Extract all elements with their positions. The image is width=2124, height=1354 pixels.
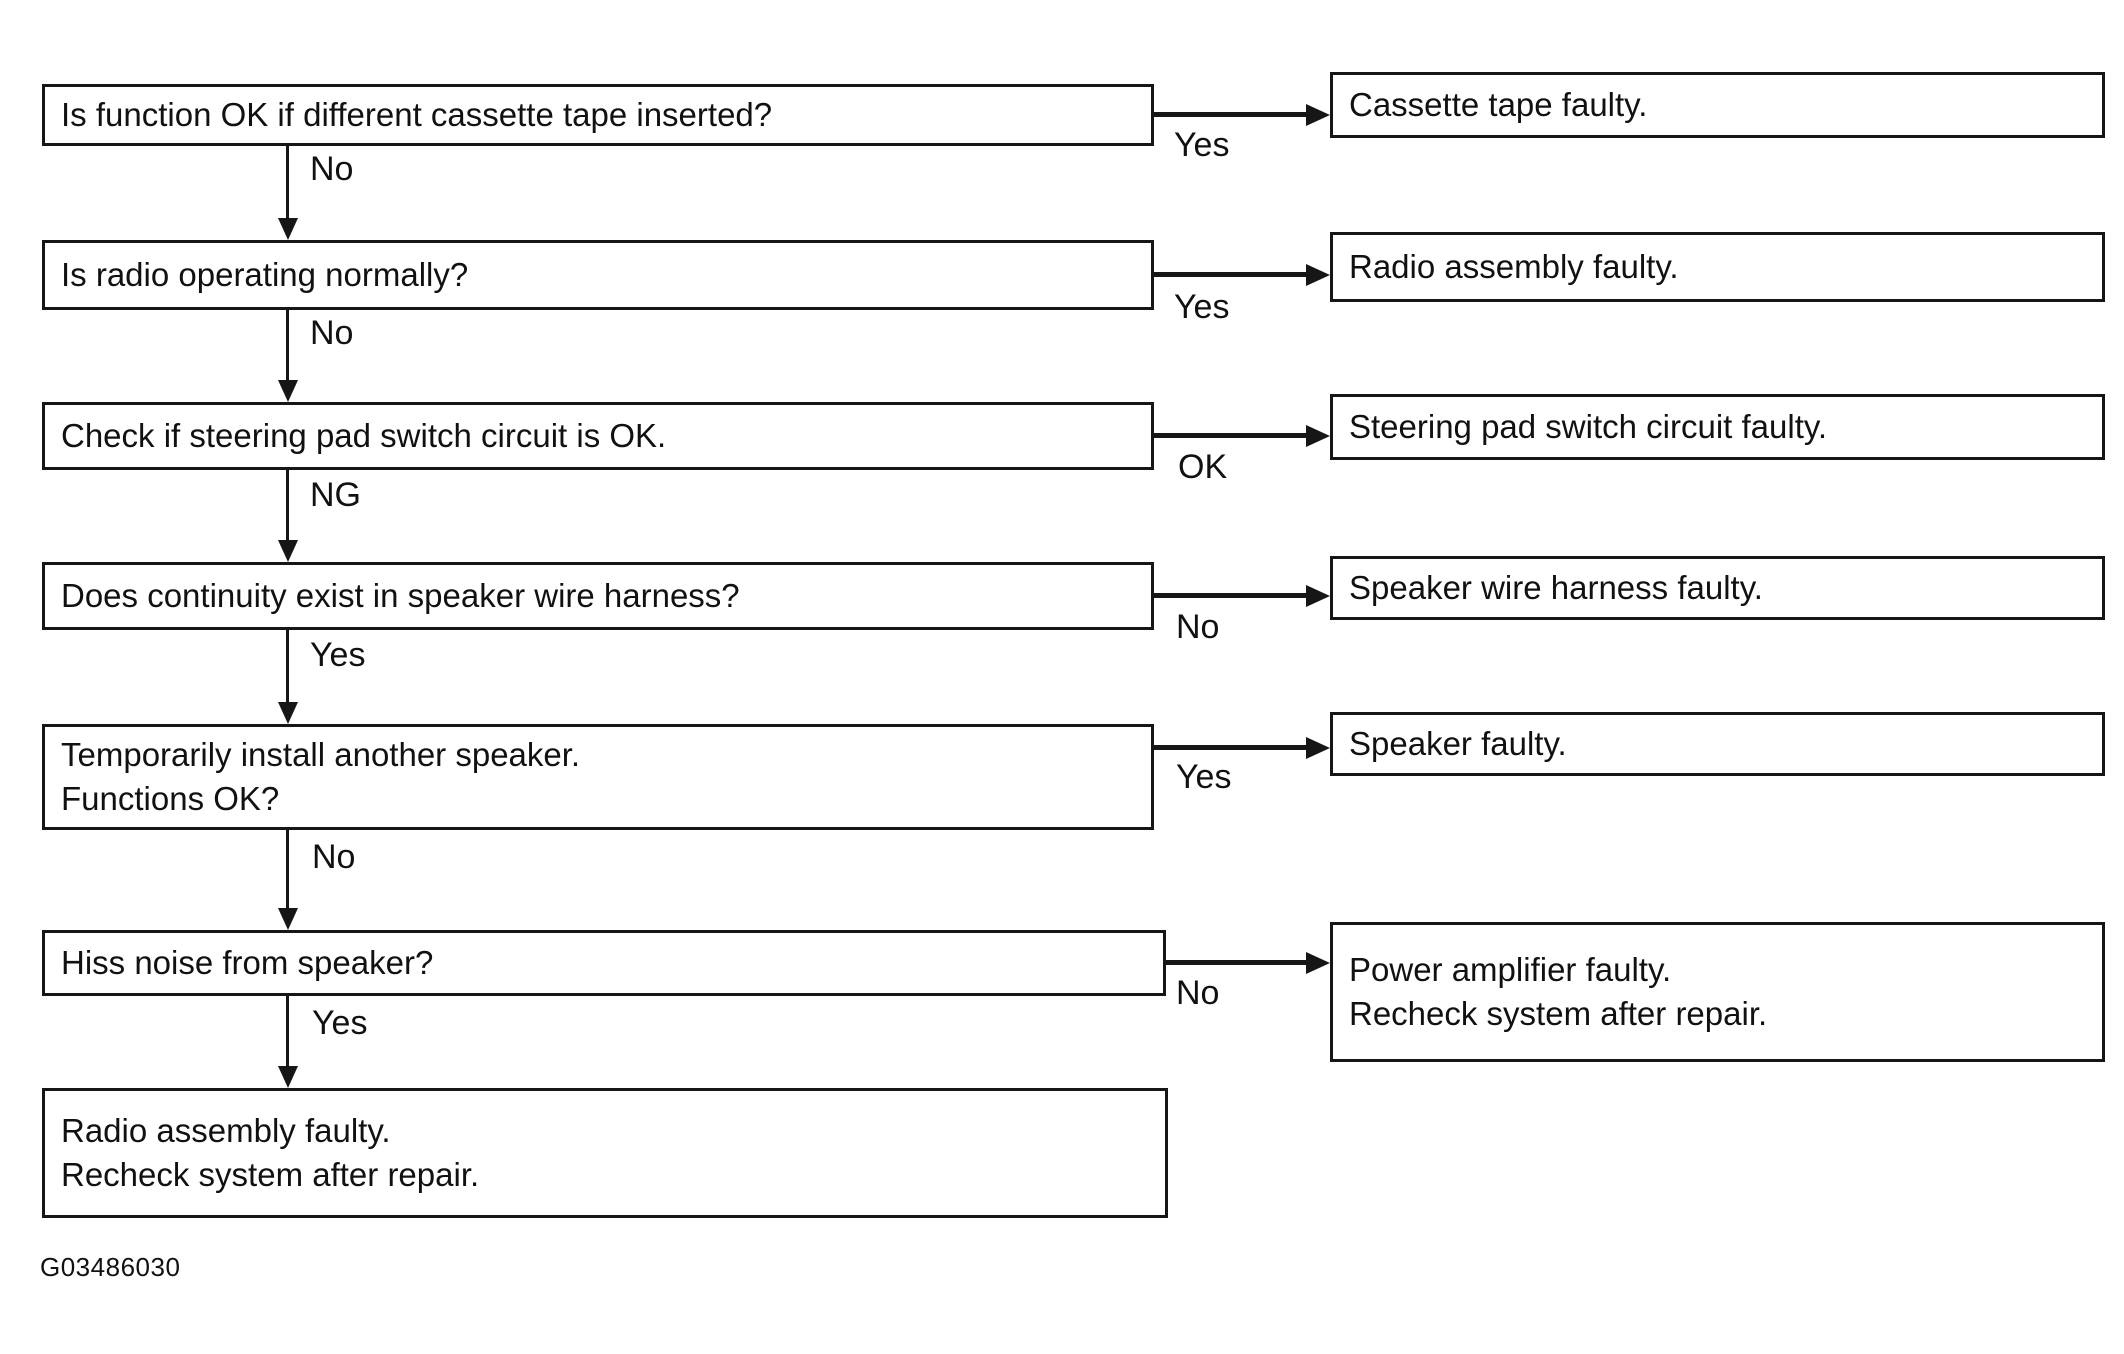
arrow-right-1-line	[1154, 112, 1306, 117]
arrow-right-1-head	[1306, 104, 1330, 126]
side-label-1: Yes	[1174, 126, 1230, 164]
result-text: Cassette tape faulty.	[1349, 86, 1648, 123]
question-text: Check if steering pad switch circuit is …	[61, 417, 667, 454]
figure-code: G03486030	[40, 1252, 181, 1282]
arrow-down-4-line	[286, 630, 289, 702]
down-label-5: No	[312, 838, 356, 876]
question-text: Hiss noise from speaker?	[61, 944, 434, 981]
arrow-down-6-head	[278, 1066, 298, 1088]
down-label-4: Yes	[310, 636, 366, 674]
result-text-line-1: Power amplifier faulty.	[1349, 951, 1672, 988]
down-label-6: Yes	[312, 1004, 368, 1042]
arrow-down-1-line	[286, 146, 289, 218]
arrow-right-5-line	[1154, 745, 1306, 750]
question-box-3: Check if steering pad switch circuit is …	[42, 402, 1154, 470]
question-text-line-1: Temporarily install another speaker.	[61, 736, 581, 773]
question-box-5: Temporarily install another speaker. Fun…	[42, 724, 1154, 830]
question-text: Is radio operating normally?	[61, 256, 469, 293]
question-box-4: Does continuity exist in speaker wire ha…	[42, 562, 1154, 630]
arrow-down-2-line	[286, 310, 289, 380]
down-label-3: NG	[310, 476, 361, 514]
result-text: Speaker faulty.	[1349, 725, 1567, 762]
question-text: Is function OK if different cassette tap…	[61, 96, 773, 133]
result-text: Steering pad switch circuit faulty.	[1349, 408, 1828, 445]
result-box-5: Speaker faulty.	[1330, 712, 2105, 776]
result-text-line-2: Recheck system after repair.	[1349, 995, 1768, 1032]
arrow-down-6-line	[286, 996, 289, 1066]
result-box-4: Speaker wire harness faulty.	[1330, 556, 2105, 620]
down-label-1: No	[310, 150, 354, 188]
arrow-down-1-head	[278, 218, 298, 240]
result-box-2: Radio assembly faulty.	[1330, 232, 2105, 302]
result-box-3: Steering pad switch circuit faulty.	[1330, 394, 2105, 460]
question-text-line-2: Functions OK?	[61, 780, 280, 817]
result-box-6: Power amplifier faulty. Recheck system a…	[1330, 922, 2105, 1062]
side-label-5: Yes	[1176, 758, 1232, 796]
question-box-2: Is radio operating normally?	[42, 240, 1154, 310]
arrow-down-3-head	[278, 540, 298, 562]
arrow-down-4-head	[278, 702, 298, 724]
arrow-down-3-line	[286, 470, 289, 540]
arrow-right-2-line	[1154, 272, 1306, 277]
arrow-right-5-head	[1306, 737, 1330, 759]
arrow-down-5-head	[278, 908, 298, 930]
arrow-right-3-line	[1154, 433, 1306, 438]
final-text-line-1: Radio assembly faulty.	[61, 1112, 391, 1149]
side-label-3: OK	[1178, 448, 1228, 486]
arrow-right-2-head	[1306, 264, 1330, 286]
arrow-right-4-head	[1306, 585, 1330, 607]
arrow-right-4-line	[1154, 593, 1306, 598]
question-box-6: Hiss noise from speaker?	[42, 930, 1166, 996]
down-label-2: No	[310, 314, 354, 352]
arrow-right-3-head	[1306, 425, 1330, 447]
question-text: Does continuity exist in speaker wire ha…	[61, 577, 740, 614]
side-label-2: Yes	[1174, 288, 1230, 326]
result-text: Radio assembly faulty.	[1349, 248, 1679, 285]
result-box-1: Cassette tape faulty.	[1330, 72, 2105, 138]
side-label-6: No	[1176, 974, 1220, 1012]
final-result-box: Radio assembly faulty. Recheck system af…	[42, 1088, 1168, 1218]
arrow-right-6-head	[1306, 952, 1330, 974]
side-label-4: No	[1176, 608, 1220, 646]
arrow-right-6-line	[1166, 960, 1306, 965]
arrow-down-2-head	[278, 380, 298, 402]
question-box-1: Is function OK if different cassette tap…	[42, 84, 1154, 146]
final-text-line-2: Recheck system after repair.	[61, 1156, 480, 1193]
arrow-down-5-line	[286, 830, 289, 908]
result-text: Speaker wire harness faulty.	[1349, 569, 1763, 606]
